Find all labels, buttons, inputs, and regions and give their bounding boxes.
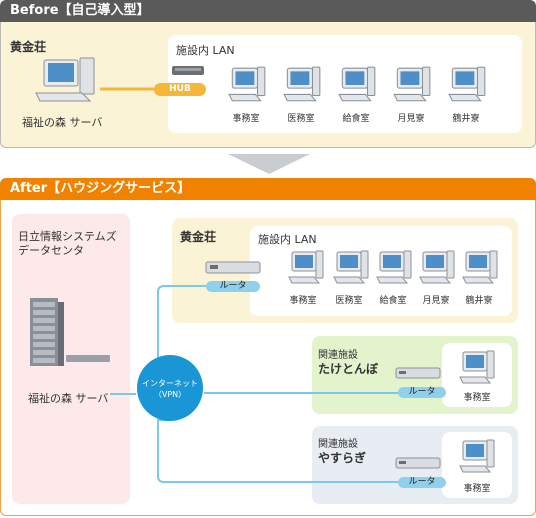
computer-icon [228, 66, 266, 102]
main-pc-label: 医務室 [335, 296, 363, 306]
server-rack-icon [30, 298, 110, 366]
router-icon [395, 457, 441, 469]
before-site-name: 黄金荘 [10, 40, 47, 54]
site3-name: やすらぎ [318, 451, 367, 465]
site2-router-label: ルータ [398, 387, 446, 398]
main-pc-label: 事務室 [289, 296, 317, 306]
main-pc-label: 月見寮 [422, 296, 450, 306]
site2-caption: 関連施設 [318, 350, 358, 361]
hub-label: HUB [154, 83, 206, 96]
main-lan-label: 施設内 LAN [258, 233, 317, 246]
site3-router-label: ルータ [398, 477, 446, 488]
before-pc-label: 給食室 [342, 114, 370, 124]
computer-icon [393, 66, 431, 102]
site3-caption: 関連施設 [318, 439, 358, 450]
hub-icon [172, 66, 204, 75]
before-pc-label: 事務室 [232, 114, 260, 124]
site2-name: たけとんぼ [318, 362, 379, 376]
router-icon [205, 261, 261, 274]
computer-icon [376, 250, 412, 284]
before-pc-label: 医務室 [287, 114, 315, 124]
computer-icon [333, 250, 369, 284]
computer-icon [283, 66, 321, 102]
computer-icon [448, 66, 486, 102]
before-header: Before【自己導入型】 [0, 0, 536, 22]
computer-icon [338, 66, 376, 102]
site3-pc-label: 事務室 [463, 484, 491, 494]
internet-cloud-icon [137, 355, 203, 421]
before-server-label: 福祉の森 サーバ [22, 116, 103, 129]
before-pc-label: 鶴井寮 [452, 114, 480, 124]
main-router-label: ルータ [206, 281, 260, 292]
computer-icon [459, 350, 495, 384]
after-header: After【ハウジングサービス】 [0, 178, 536, 200]
computer-icon [288, 250, 324, 284]
main-pc-label: 鶴井寮 [465, 296, 493, 306]
router-icon [395, 367, 441, 379]
main-site-name: 黄金荘 [180, 230, 217, 244]
computer-icon [419, 250, 455, 284]
internet-label: インターネット （VPN） [142, 379, 198, 399]
computer-icon [462, 250, 498, 284]
main-pc-label: 給食室 [379, 296, 407, 306]
before-pc-label: 月見寮 [397, 114, 425, 124]
before-lan-label: 施設内 LAN [176, 44, 235, 57]
after-server-label: 福祉の森 サーバ [28, 392, 109, 405]
before-server-icon [35, 57, 95, 102]
datacenter-label: 日立情報システムズ データセンタ [18, 230, 117, 257]
site2-pc-label: 事務室 [463, 393, 491, 403]
computer-icon [459, 439, 495, 473]
